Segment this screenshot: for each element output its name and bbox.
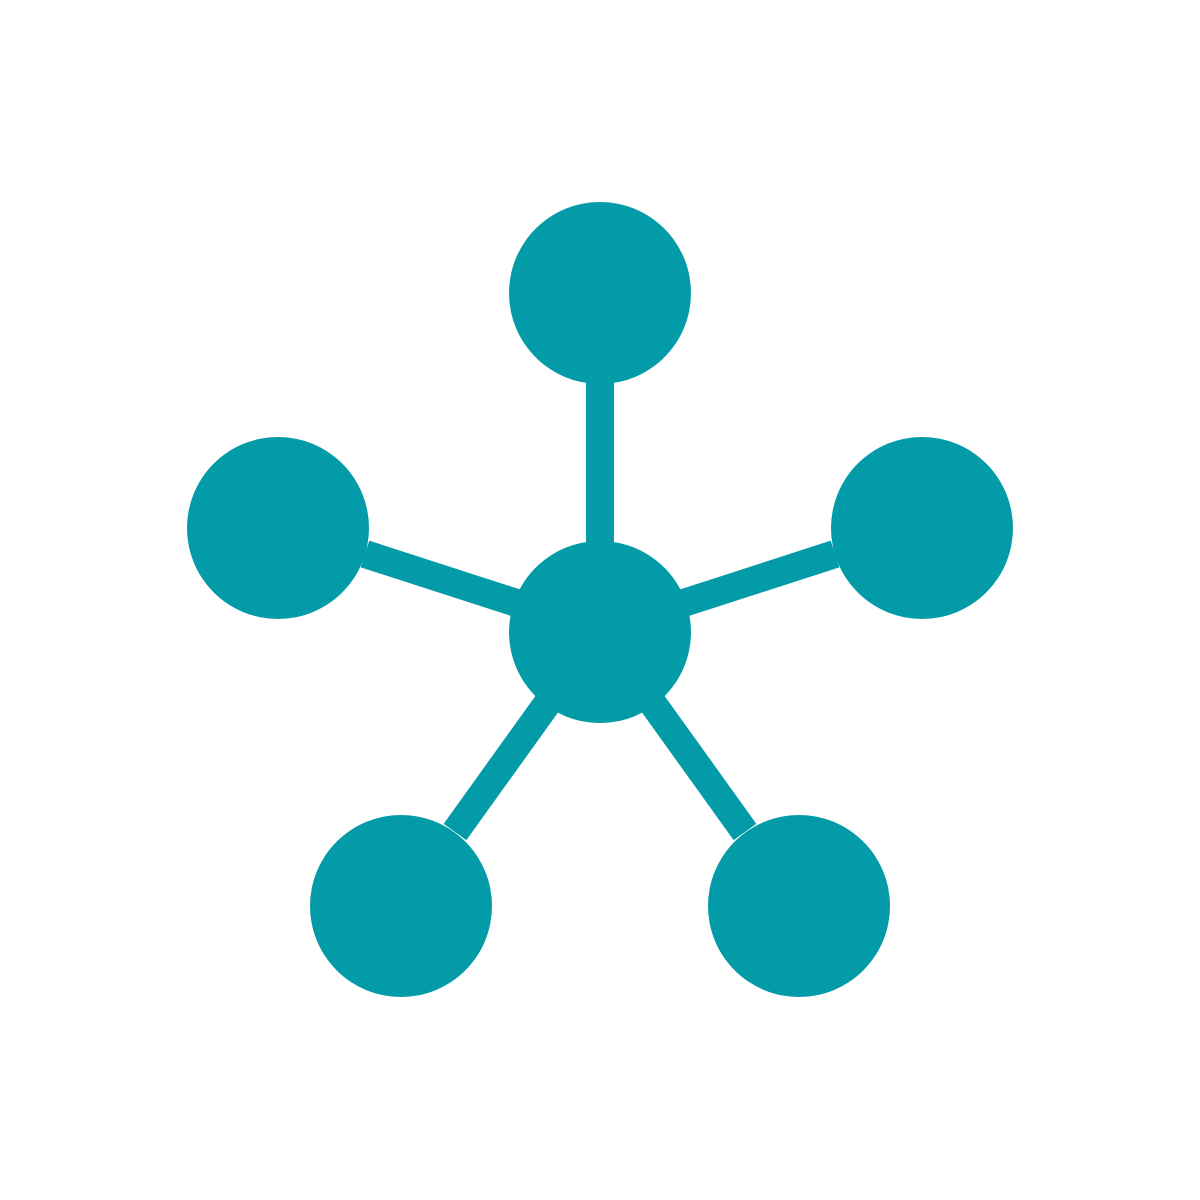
network-nodes <box>187 202 1013 997</box>
node-bottom-left <box>310 815 492 997</box>
hub-node <box>509 541 691 723</box>
node-right <box>831 437 1013 619</box>
node-top <box>509 202 691 384</box>
node-bottom-right <box>708 815 890 997</box>
node-left <box>187 437 369 619</box>
